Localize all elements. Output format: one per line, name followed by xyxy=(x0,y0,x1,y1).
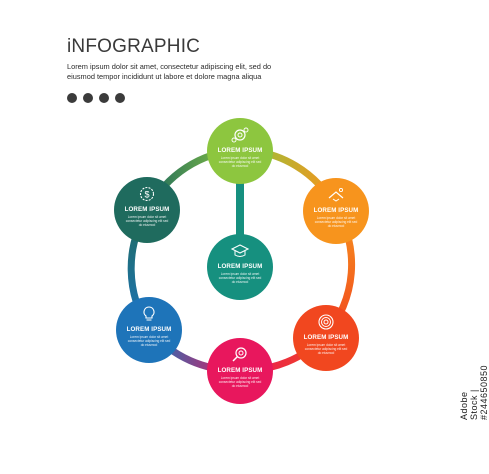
node-description: Lorem ipsum dolor sit amet consectetur a… xyxy=(314,216,358,228)
svg-text:$: $ xyxy=(144,190,149,200)
dollar-gear-icon: $ xyxy=(139,186,155,202)
target-icon xyxy=(318,314,334,330)
node-label: LOREM IPSUM xyxy=(313,207,359,214)
dot xyxy=(99,93,109,103)
stock-watermark: Adobe Stock | #244650850 xyxy=(459,364,489,420)
node-center: LOREM IPSUM Lorem ipsum dolor sit amet c… xyxy=(207,234,273,300)
node-lower-left: LOREM IPSUM Lorem ipsum dolor sit amet c… xyxy=(116,297,182,363)
graduation-cap-icon xyxy=(230,244,250,257)
node-bottom: LOREM IPSUM Lorem ipsum dolor sit amet c… xyxy=(207,338,273,404)
node-description: Lorem ipsum dolor sit amet consectetur a… xyxy=(218,376,262,388)
node-description: Lorem ipsum dolor sit amet consectetur a… xyxy=(125,215,169,227)
node-label: LOREM IPSUM xyxy=(126,326,172,333)
dot xyxy=(115,93,125,103)
node-description: Lorem ipsum dolor sit amet consectetur a… xyxy=(218,156,262,168)
center-connector xyxy=(236,182,244,236)
node-label: LOREM IPSUM xyxy=(124,206,170,213)
dot xyxy=(83,93,93,103)
node-label: LOREM IPSUM xyxy=(217,147,263,154)
gear-coins-icon xyxy=(231,127,249,143)
page-title: iNFOGRAPHIC xyxy=(67,36,201,57)
node-description: Lorem ipsum dolor sit amet consectetur a… xyxy=(304,343,348,355)
graduation-pen-icon xyxy=(328,187,344,202)
node-label: LOREM IPSUM xyxy=(217,367,263,374)
node-label: LOREM IPSUM xyxy=(303,334,349,341)
lightbulb-icon xyxy=(143,306,155,321)
intro-text: Lorem ipsum dolor sit amet, consectetur … xyxy=(67,62,272,81)
node-description: Lorem ipsum dolor sit amet consectetur a… xyxy=(127,335,171,347)
node-upper-left: $ LOREM IPSUM Lorem ipsum dolor sit amet… xyxy=(114,177,180,243)
pagination-dots xyxy=(67,93,125,103)
magnifier-gear-icon xyxy=(232,347,247,362)
node-lower-right: LOREM IPSUM Lorem ipsum dolor sit amet c… xyxy=(293,305,359,371)
node-description: Lorem ipsum dolor sit amet consectetur a… xyxy=(218,272,262,284)
node-top: LOREM IPSUM Lorem ipsum dolor sit amet c… xyxy=(207,118,273,184)
dot xyxy=(67,93,77,103)
node-upper-right: LOREM IPSUM Lorem ipsum dolor sit amet c… xyxy=(303,178,369,244)
node-label: LOREM IPSUM xyxy=(217,263,263,270)
